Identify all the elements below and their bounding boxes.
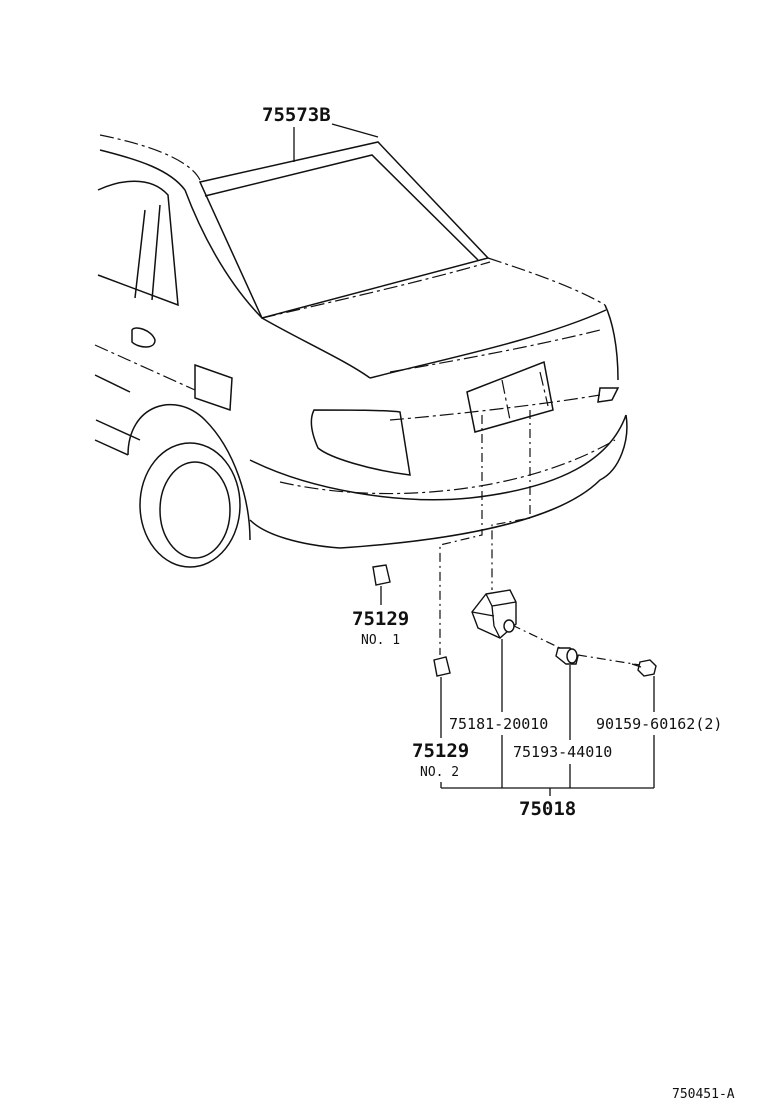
assembly-label: 75018 xyxy=(519,798,576,820)
plug-no1-shape xyxy=(372,564,391,586)
plug-no2-number: 75129 xyxy=(412,740,469,762)
lamp-socket-label: 75193-44010 xyxy=(513,743,612,761)
plug-no1-suffix: NO. 1 xyxy=(361,633,400,648)
car-body xyxy=(94,134,628,568)
weatherstrip-callout: 75573B xyxy=(262,104,379,162)
plug-no1-number: 75129 xyxy=(352,608,409,630)
screw-label: 90159-60162(2) xyxy=(596,715,722,733)
figure-code: 750451-A xyxy=(672,1087,735,1102)
installation-lines xyxy=(439,410,641,666)
weatherstrip-label: 75573B xyxy=(262,104,331,126)
plug-no2-shape xyxy=(433,656,451,677)
plug-no2: 75129 NO. 2 xyxy=(412,656,469,780)
lamp-housing xyxy=(471,589,517,712)
lamp-housing-label: 75181-20010 xyxy=(449,715,548,733)
lamp-socket xyxy=(555,647,579,740)
plug-no2-suffix: NO. 2 xyxy=(420,765,459,780)
screw xyxy=(631,659,657,712)
assembly-bracket xyxy=(440,735,655,796)
plug-no1: 75129 NO. 1 xyxy=(352,564,409,648)
